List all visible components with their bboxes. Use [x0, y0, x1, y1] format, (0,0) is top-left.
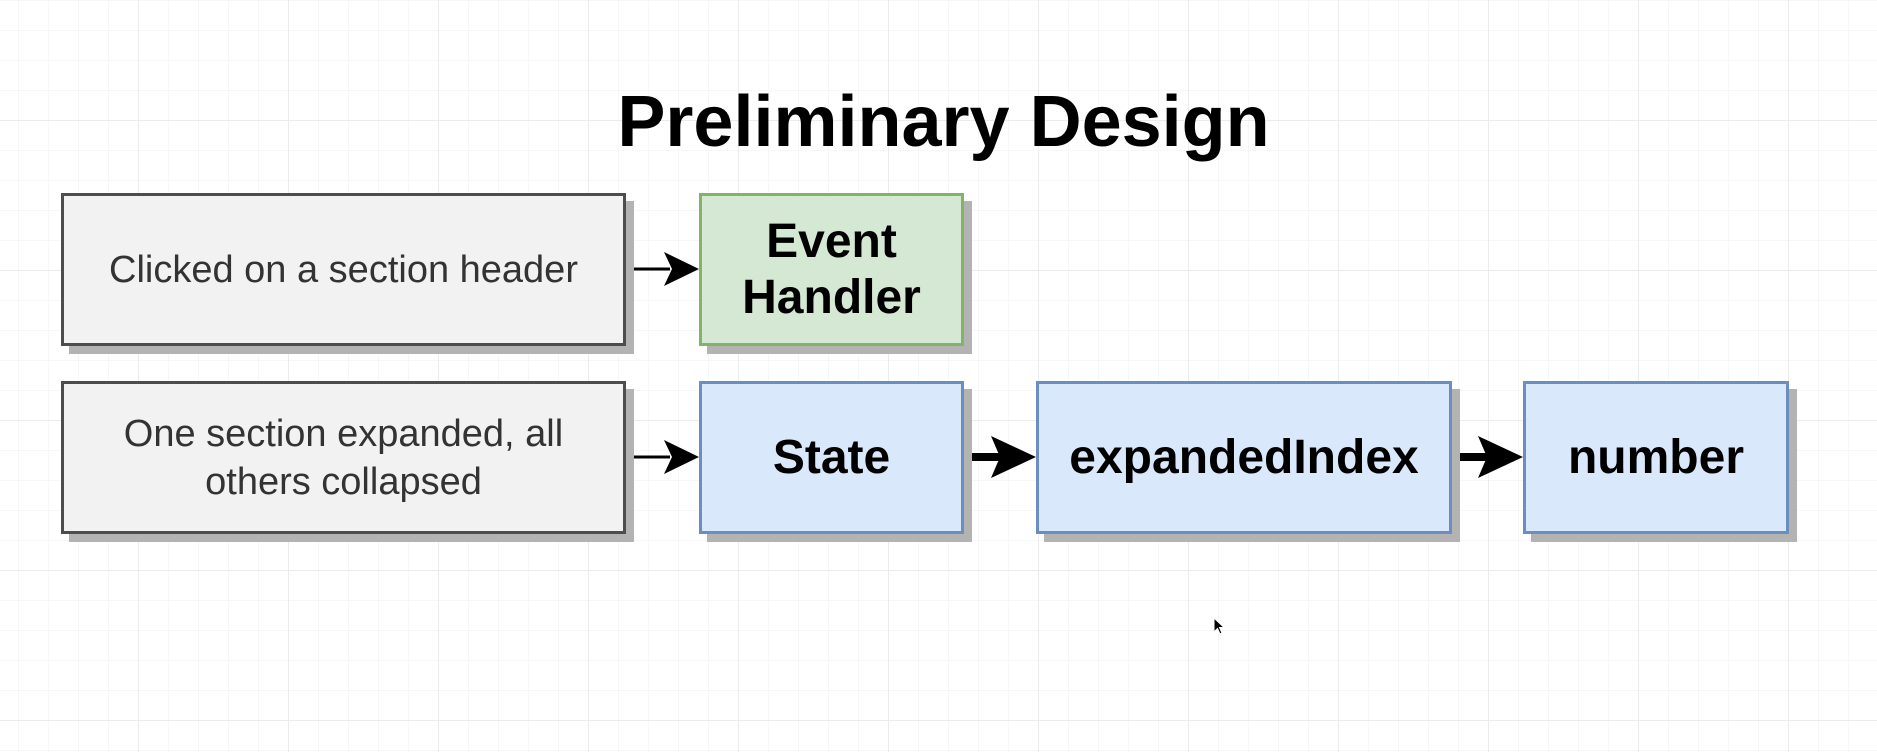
arrow-clicked-to-handler [626, 252, 699, 286]
node-clicked-section-header[interactable]: Clicked on a section header [61, 193, 626, 346]
node-expanded-index-label: expandedIndex [1069, 430, 1419, 484]
arrow-state-to-index [964, 436, 1036, 478]
node-number-label: number [1567, 430, 1744, 484]
arrow-expanded-to-state [626, 440, 699, 474]
node-expanded-label: One section expanded, all others collaps… [123, 412, 564, 503]
node-number[interactable]: number [1523, 381, 1789, 534]
node-clicked-label: Clicked on a section header [109, 248, 578, 291]
node-expanded-index[interactable]: expandedIndex [1036, 381, 1452, 534]
node-state-label: State [772, 430, 891, 484]
node-state[interactable]: State [699, 381, 964, 534]
diagram-title: Preliminary Design [617, 82, 1270, 162]
arrow-index-to-number [1452, 436, 1523, 478]
node-event-handler-label: Event Handler [742, 214, 921, 324]
mouse-cursor-icon [1213, 617, 1226, 635]
node-one-section-expanded[interactable]: One section expanded, all others collaps… [61, 381, 626, 534]
node-event-handler[interactable]: Event Handler [699, 193, 964, 346]
